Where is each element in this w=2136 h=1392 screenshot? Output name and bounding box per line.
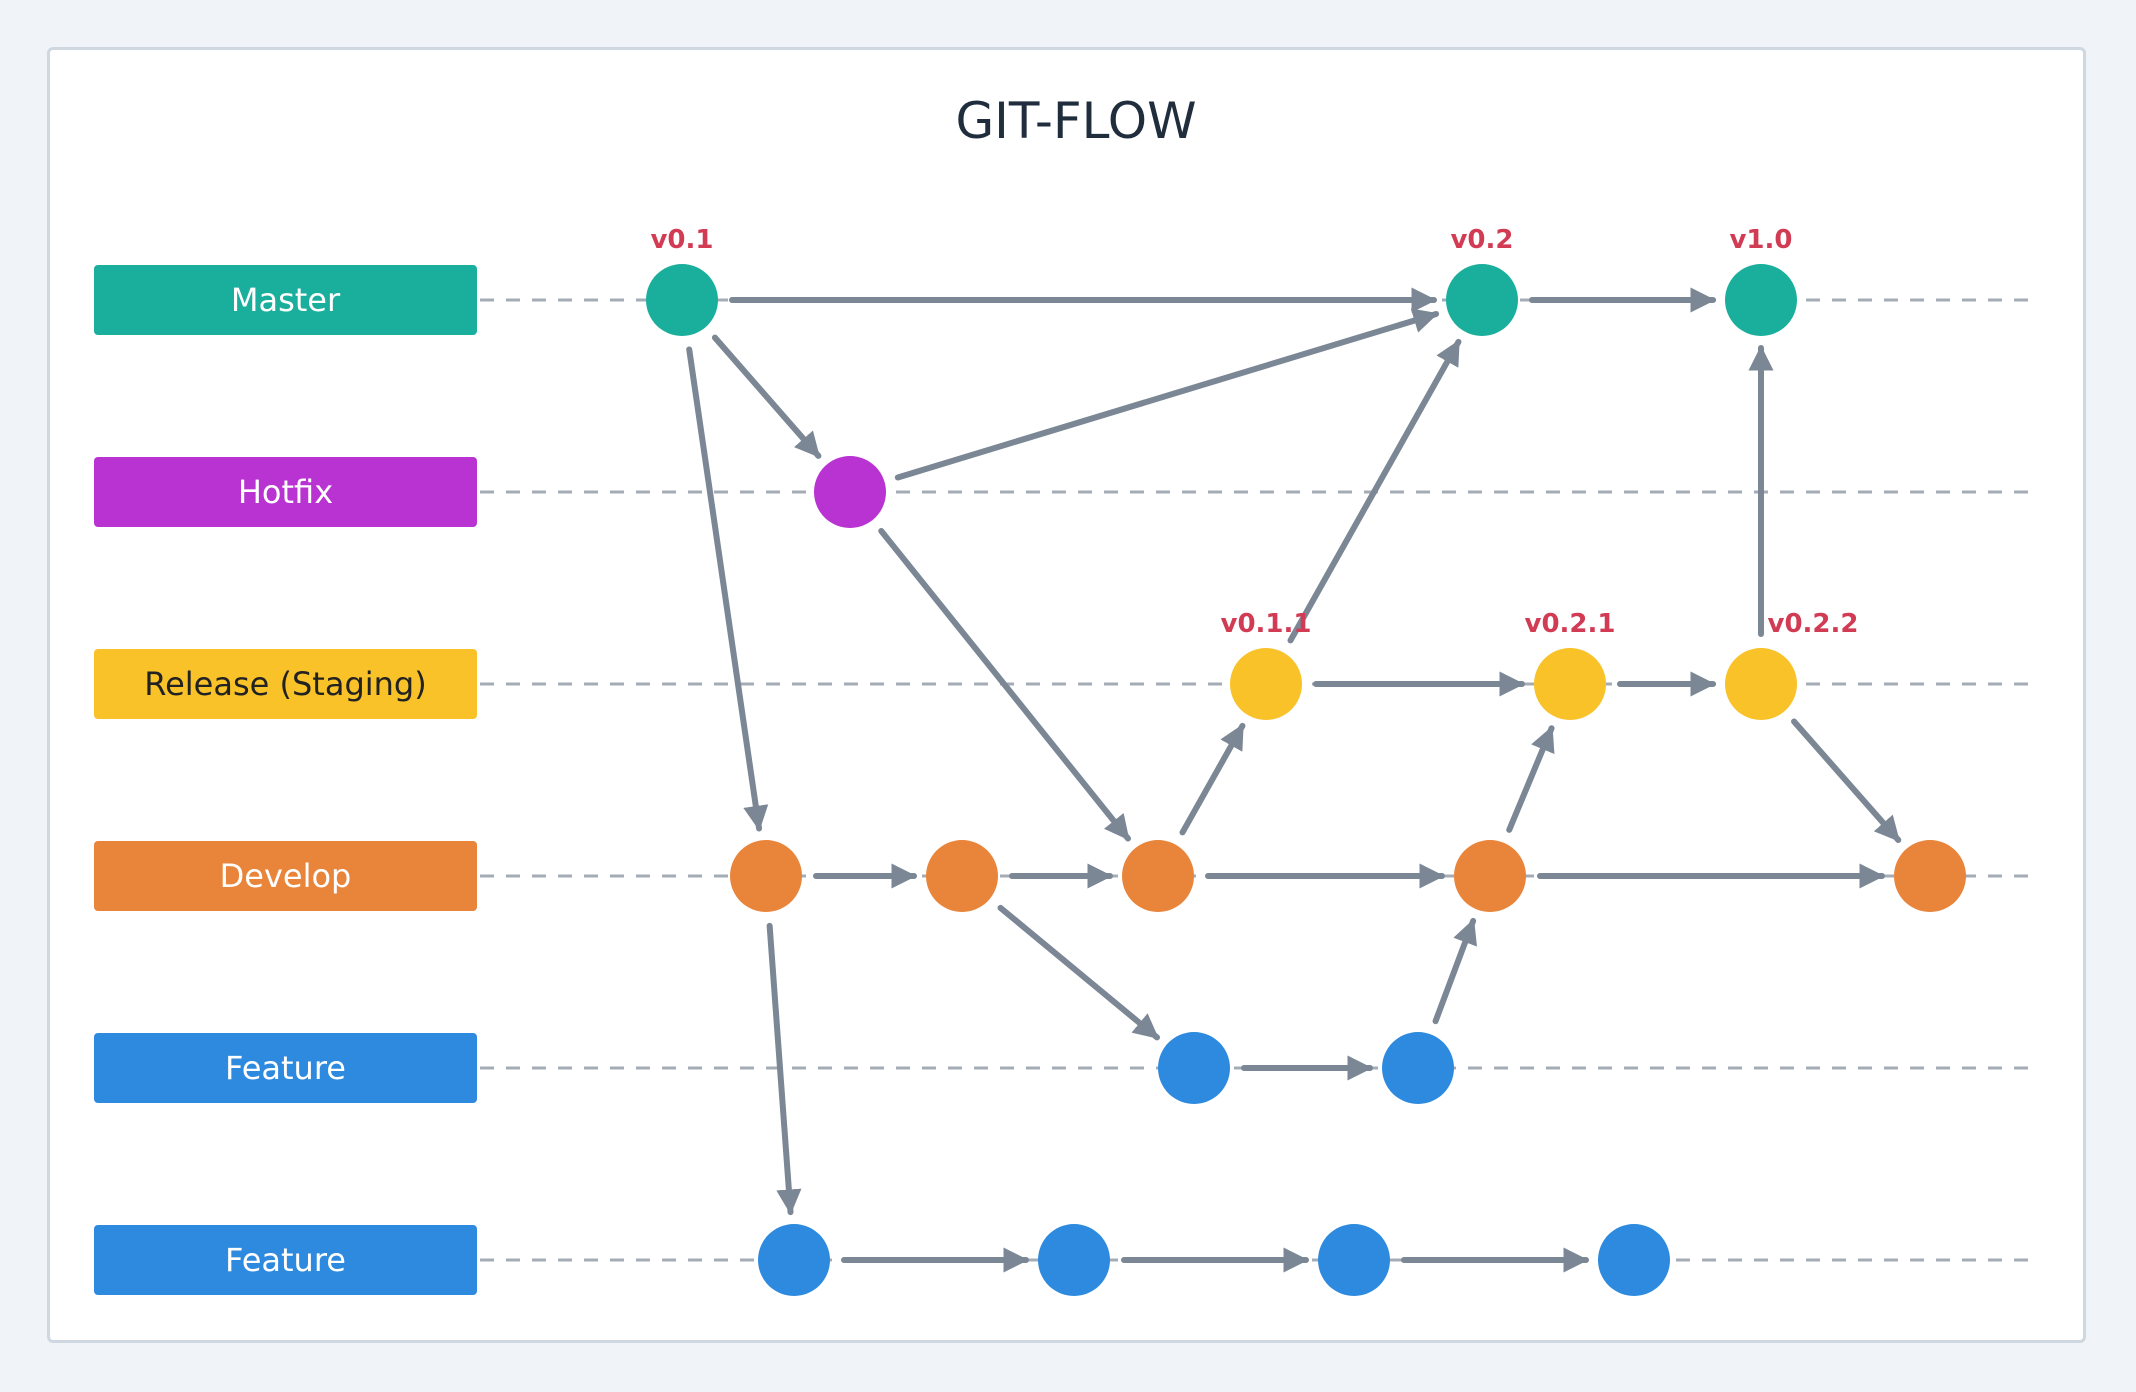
lane-label-develop: Develop [94, 841, 477, 911]
edge-d4-to-r2 [1506, 725, 1555, 833]
commit-edges [686, 287, 1902, 1273]
lane-label-text: Feature [225, 1241, 346, 1279]
commit-node-h1 [814, 456, 886, 528]
commit-node-d3 [1122, 840, 1194, 912]
commit-node-f1b [1382, 1032, 1454, 1104]
lane-label-hotfix: Hotfix [94, 457, 477, 527]
commit-node-f2a [758, 1224, 830, 1296]
commit-node-m2 [1446, 264, 1518, 336]
commit-node-d5 [1894, 840, 1966, 912]
version-tag-r3: v0.2.2 [1768, 609, 1859, 639]
lane-label-text: Release (Staging) [144, 665, 426, 703]
commit-node-r1 [1230, 648, 1302, 720]
lane-label-text: Hotfix [238, 473, 333, 511]
lane-label-feature2: Feature [94, 1225, 477, 1295]
commit-node-d2 [926, 840, 998, 912]
edge-d1-to-f2a [766, 922, 802, 1216]
commit-node-d4 [1454, 840, 1526, 912]
edge-h1-to-m2 [894, 308, 1440, 481]
version-tag-r1: v0.1.1 [1221, 609, 1312, 639]
version-tag-m3: v1.0 [1729, 225, 1792, 255]
diagram-title: GIT-FLOW [955, 92, 1196, 150]
edge-d3-to-r1 [1179, 722, 1246, 836]
edge-f1b-to-d4 [1432, 917, 1477, 1025]
lane-label-feature1: Feature [94, 1033, 477, 1103]
lane-label-release: Release (Staging) [94, 649, 477, 719]
lane-label-text: Develop [220, 857, 352, 895]
edge-h1-to-d3 [878, 528, 1131, 842]
lane-label-box [94, 841, 477, 911]
edge-r3-to-d5 [1791, 718, 1902, 843]
edge-r1-to-m2 [1287, 338, 1462, 644]
lane-label-box [94, 265, 477, 335]
version-tag-r2: v0.2.1 [1525, 609, 1616, 639]
commit-node-f2b [1038, 1224, 1110, 1296]
commit-node-d1 [730, 840, 802, 912]
commit-node-r3 [1725, 648, 1797, 720]
version-tag-m2: v0.2 [1450, 225, 1513, 255]
lane-label-text: Master [231, 281, 341, 319]
commit-node-r2 [1534, 648, 1606, 720]
lane-label-box [94, 457, 477, 527]
lane-label-box [94, 649, 477, 719]
version-tags: v0.1 v0.2 v1.0 v0.1.1 v0.2.1 v0.2.2 [650, 225, 1858, 639]
commit-nodes [646, 264, 1966, 1296]
lane-label-box [94, 1225, 477, 1295]
commit-node-f1a [1158, 1032, 1230, 1104]
commit-node-m3 [1725, 264, 1797, 336]
version-tag-m1: v0.1 [650, 225, 713, 255]
lane-lines [480, 298, 2035, 1262]
edge-d2-to-f1a [997, 904, 1161, 1041]
edge-m1-to-d1 [686, 346, 769, 832]
edge-m1-to-h1 [711, 334, 822, 459]
lane-label-box [94, 1033, 477, 1103]
lane-label-text: Feature [225, 1049, 346, 1087]
commit-node-f2c [1318, 1224, 1390, 1296]
commit-node-m1 [646, 264, 718, 336]
lane-label-master: Master [94, 265, 477, 335]
commit-node-f2d [1598, 1224, 1670, 1296]
